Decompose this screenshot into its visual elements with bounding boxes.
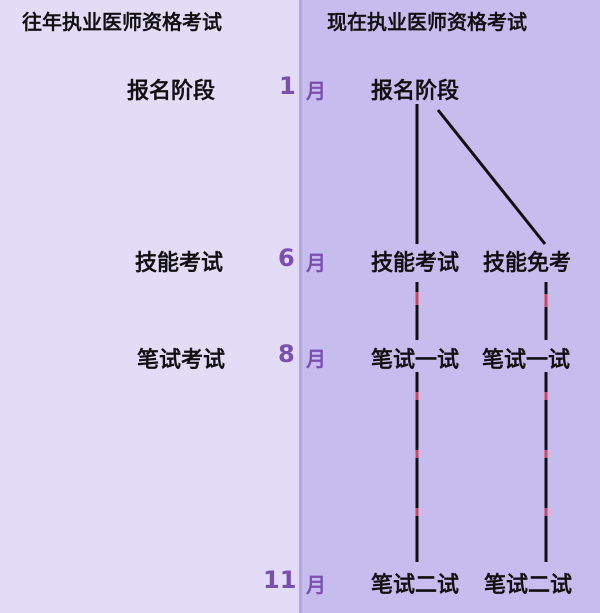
- past-written-label: 笔试考试: [137, 348, 226, 373]
- current-exam-panel: [300, 0, 600, 613]
- current-registration-label: 报名阶段: [371, 79, 460, 104]
- month-unit: 月: [306, 79, 326, 103]
- past-exam-header: 往年执业医师资格考试: [22, 10, 222, 34]
- month-unit: 月: [306, 347, 326, 371]
- current-exam-header: 现在执业医师资格考试: [327, 10, 527, 34]
- month-unit: 月: [306, 573, 326, 597]
- month-unit: 月: [306, 251, 326, 275]
- month-number: 11: [263, 566, 297, 594]
- current-skills-exempt-label: 技能免考: [483, 251, 572, 276]
- month-number: 6: [278, 244, 295, 272]
- current-skills-label: 技能考试: [371, 251, 460, 276]
- month-number: 8: [278, 340, 295, 368]
- current-written-first-label: 笔试一试: [371, 348, 460, 373]
- month-number: 1: [279, 72, 296, 100]
- past-registration-label: 报名阶段: [127, 79, 216, 104]
- branch-reg-to-exempt: [436, 109, 547, 245]
- past-skills-label: 技能考试: [135, 251, 224, 276]
- current-written-second-label-exempt: 笔试二试: [484, 573, 573, 598]
- panel-divider: [299, 0, 302, 613]
- current-written-first-label-exempt: 笔试一试: [482, 348, 571, 373]
- past-exam-panel: [0, 0, 300, 613]
- current-written-second-label: 笔试二试: [371, 573, 460, 598]
